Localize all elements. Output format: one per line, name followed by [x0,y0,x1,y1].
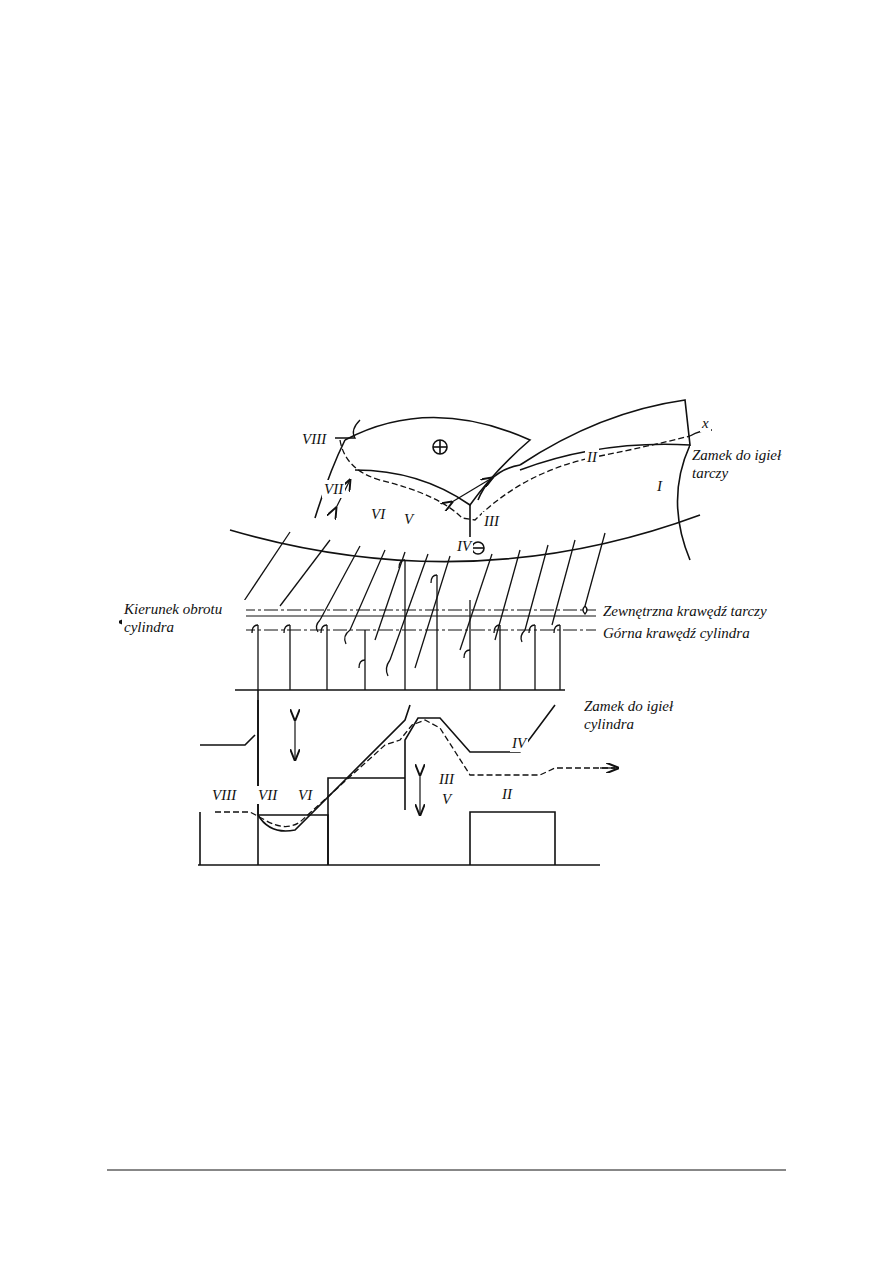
callout-number: VII [256,786,279,804]
callout-number: II [585,448,599,466]
edge-label: Zewnętrzna krawędź tarczy [601,602,769,620]
callout-number: VIII [210,786,238,804]
callout-number: V [440,790,453,808]
callout-number: IV [510,734,528,752]
callout-number: V [402,510,415,528]
callout-number: III [437,770,456,788]
callout-number: II [500,785,514,803]
direction-label: Kierunek obrotu cylindra [122,600,246,636]
callout-number: VII [322,480,345,498]
callout-number: VI [369,505,387,523]
edge-label: Górna krawędź cylindra [601,624,752,642]
callout-number: VI [296,786,314,804]
callout-number: VIII [300,430,328,448]
part-label: Zamek do igieł tarczy [690,446,789,482]
callout-number: III [482,512,501,530]
callout-letter: x [700,414,711,432]
part-label: Zamek do igieł cylindra [582,697,696,733]
callout-number: IV [455,537,473,555]
callout-number: I [655,477,664,495]
